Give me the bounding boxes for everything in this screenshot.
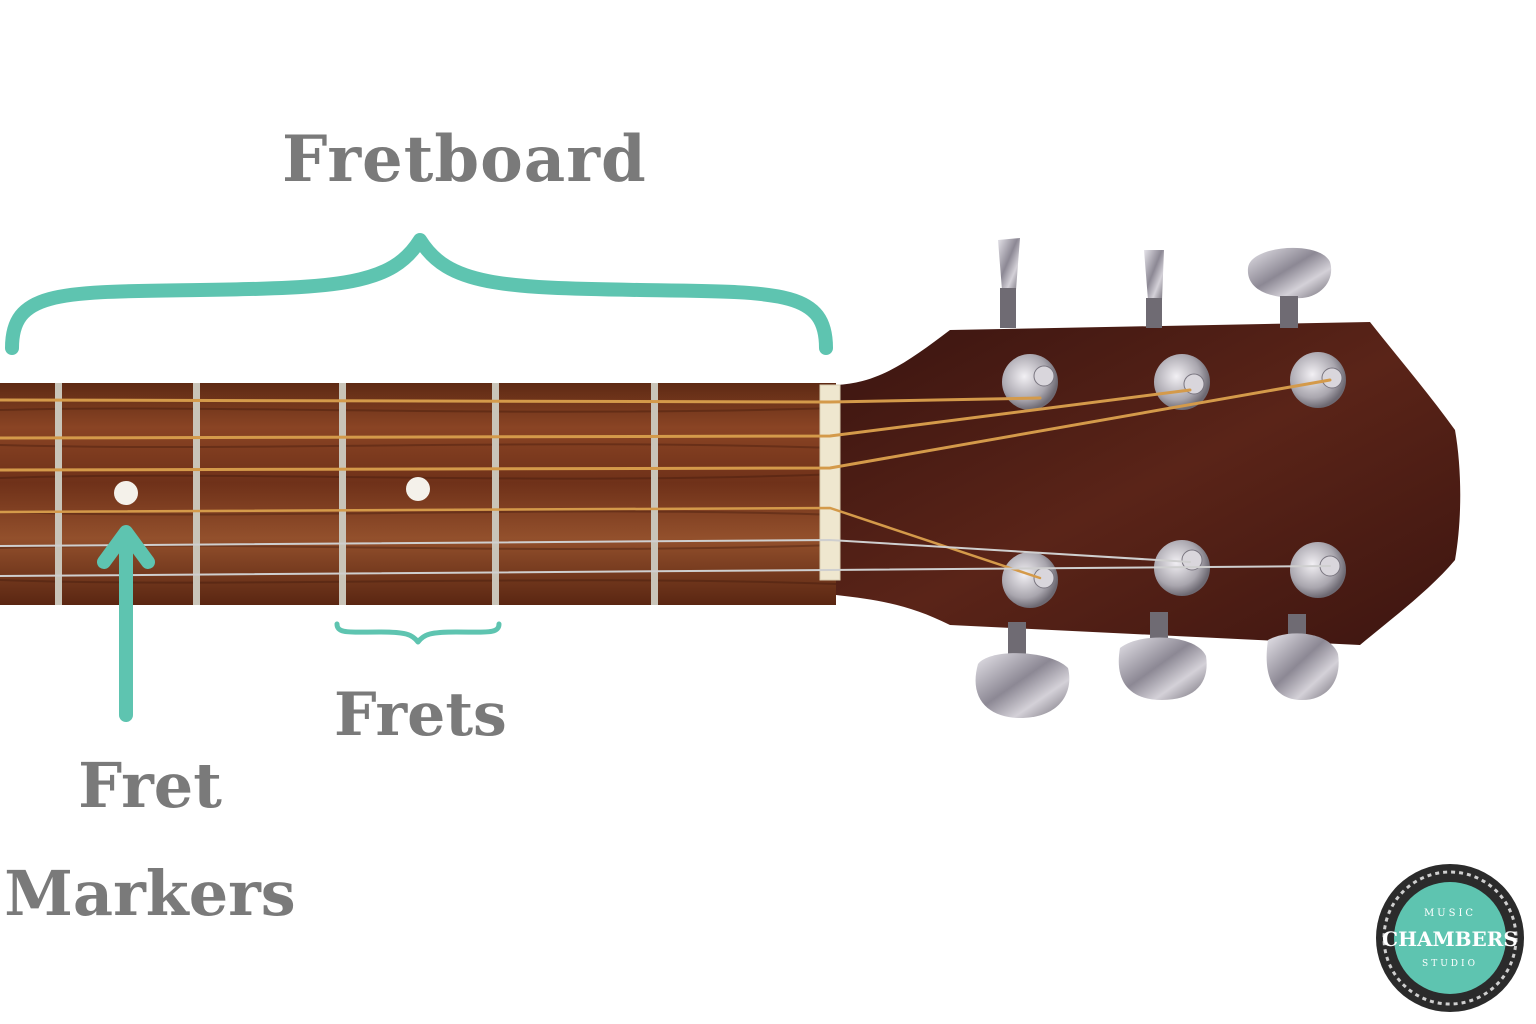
fret-wire [339, 383, 346, 605]
frets-brace [334, 621, 502, 645]
tuner-bushing [1154, 354, 1210, 410]
fret-marker-dot [114, 481, 138, 505]
tuner-bushing [1290, 352, 1346, 408]
fret-wire [651, 383, 658, 605]
fret-marker-arrow [97, 525, 155, 722]
tuner-key [1266, 633, 1339, 700]
tuner-key [975, 653, 1070, 718]
fret-wire [492, 383, 499, 605]
tuner-keys-top [998, 238, 1332, 328]
fretboard-brace [5, 233, 833, 355]
fret-markers-label-line2: Markers [4, 857, 296, 930]
headstock [836, 322, 1461, 645]
string [0, 388, 1192, 440]
tuner-post [1321, 367, 1343, 389]
tuner-key [998, 238, 1020, 290]
string [0, 378, 1332, 472]
fret-wires [55, 383, 658, 605]
strings [0, 378, 1332, 580]
string [0, 506, 1042, 580]
tuner-shaft [1280, 296, 1298, 328]
tuner-key [1144, 250, 1164, 300]
studio-logo: MUSIC CHAMBERS STUDIO [1374, 862, 1526, 1014]
logo-bottom-text: STUDIO [1422, 959, 1478, 969]
tuner-key [1247, 247, 1332, 299]
tuner-posts [1002, 352, 1346, 608]
string [0, 565, 1331, 577]
tuner-shaft [1000, 288, 1016, 328]
tuner-shaft [1008, 622, 1026, 656]
fret-markers-label: Fret Markers [0, 732, 300, 948]
frets-label: Frets [334, 680, 507, 750]
fret-wire [55, 383, 62, 605]
wood-grain [0, 407, 837, 585]
fretboard-label: Fretboard [282, 122, 647, 197]
tuner-post [1181, 549, 1203, 571]
fret-markers-label-line1: Fret [78, 749, 222, 822]
tuner-shaft [1146, 298, 1162, 328]
tuner-post [1033, 365, 1055, 387]
tuner-bushing [1002, 552, 1058, 608]
tuner-shaft [1150, 612, 1168, 646]
fret-wire [193, 383, 200, 605]
logo-main-text: CHAMBERS [1382, 927, 1518, 951]
nut [819, 384, 841, 581]
tuner-key [1118, 637, 1207, 700]
string [0, 396, 1042, 404]
tuner-keys-bottom [975, 612, 1339, 718]
string [0, 538, 1191, 563]
fret-marker-dot [406, 477, 430, 501]
logo-top-text: MUSIC [1424, 908, 1476, 919]
